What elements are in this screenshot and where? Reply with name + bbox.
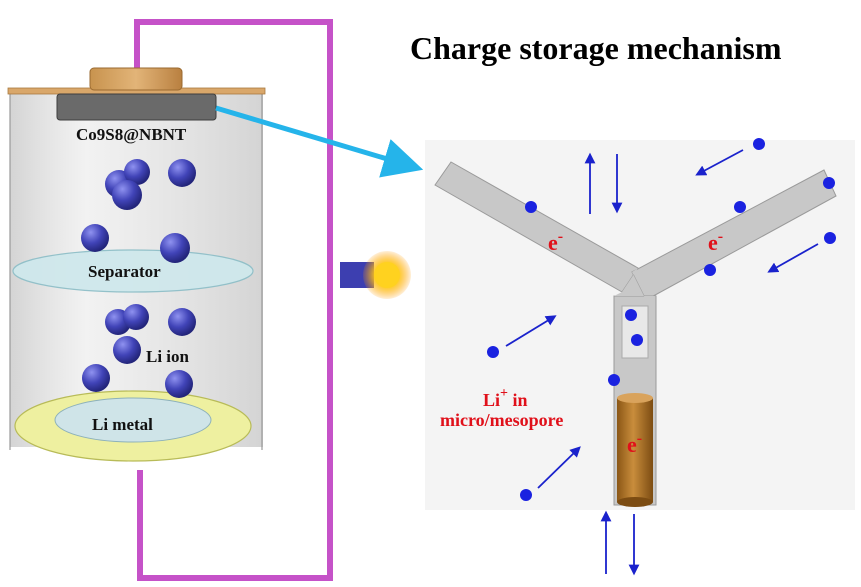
electron-label-left: e- — [548, 228, 563, 255]
li-ion — [160, 233, 190, 263]
li-plus-label: Li+ in — [483, 386, 528, 410]
arrow — [767, 243, 819, 273]
li-ion-small — [753, 138, 765, 150]
li-ion — [168, 308, 196, 336]
battery-cell — [7, 67, 266, 462]
li-ion-small — [520, 489, 532, 501]
electron-label-right: e- — [708, 228, 723, 255]
li-ion-small — [734, 201, 746, 213]
li-ion — [82, 364, 110, 392]
pore-label: micro/mesopore — [440, 410, 563, 430]
mechanism-panel — [425, 140, 855, 510]
cap-terminal — [89, 67, 183, 91]
li-ion-small — [631, 334, 643, 346]
arrow — [695, 149, 744, 176]
external-wire — [134, 19, 333, 581]
battery-ions — [81, 159, 196, 398]
separator-label: Separator — [88, 262, 161, 281]
diagram-title: Charge storage mechanism — [410, 30, 782, 66]
li-metal-label: Li metal — [92, 415, 153, 434]
li-ion-small — [824, 232, 836, 244]
li-ion — [112, 180, 142, 210]
zoom-arrow — [215, 105, 424, 178]
diffusion-arrows — [505, 149, 819, 576]
channel-junction — [614, 268, 656, 300]
li-metal-disc — [54, 397, 212, 443]
li-ion — [124, 159, 150, 185]
electron-rod — [617, 393, 653, 507]
li-ion-small — [704, 264, 716, 276]
separator-disc — [12, 249, 254, 293]
li-ion — [81, 224, 109, 252]
li-ion — [165, 370, 193, 398]
li-ion — [123, 304, 149, 330]
li-ion-small — [608, 374, 620, 386]
arrow — [537, 446, 581, 489]
cathode-electrode — [56, 93, 217, 121]
panel-ions — [487, 138, 836, 501]
li-ion-small — [487, 346, 499, 358]
arrow — [505, 315, 557, 347]
li-ion-label: Li ion — [146, 347, 190, 366]
li-ion-small — [625, 309, 637, 321]
cathode-label: Co9S8@NBNT — [76, 125, 187, 144]
electron-label-rod: e- — [627, 430, 642, 457]
li-ion-small — [525, 201, 537, 213]
li-ion-small — [823, 177, 835, 189]
light-bulb — [340, 251, 411, 299]
li-ion — [113, 336, 141, 364]
li-ion — [168, 159, 196, 187]
